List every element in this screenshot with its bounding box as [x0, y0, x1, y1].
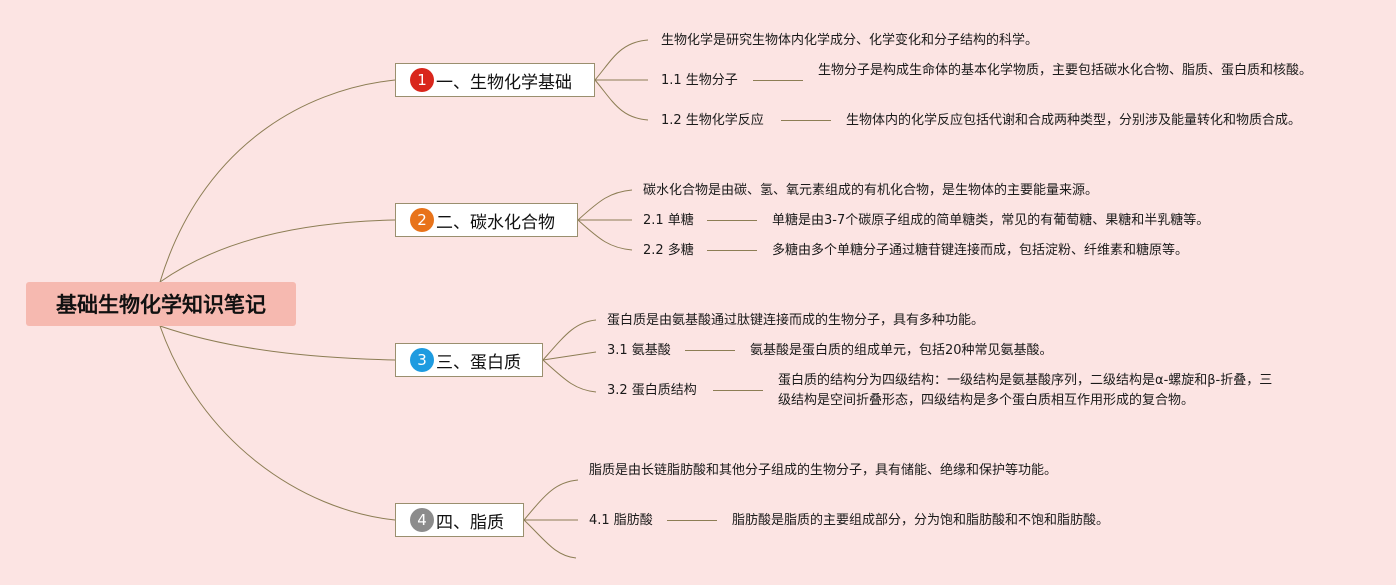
number-badge-icon: 1 — [410, 68, 434, 92]
section-title: 一、生物化学基础 — [436, 72, 572, 93]
subtopic-connector — [707, 220, 757, 221]
subtopic-label[interactable]: 4.1 脂肪酸 — [589, 513, 653, 528]
section-title: 二、碳水化合物 — [436, 212, 555, 233]
subtopic-note: 生物体内的化学反应包括代谢和合成两种类型，分别涉及能量转化和物质合成。 — [846, 113, 1302, 128]
subtopic-connector — [753, 80, 803, 81]
subtopic-label[interactable]: 2.1 单糖 — [643, 213, 694, 228]
section-title: 三、蛋白质 — [436, 352, 521, 373]
section-1-intro: 生物化学是研究生物体内化学成分、化学变化和分子结构的科学。 — [661, 33, 1039, 48]
section-4-node[interactable]: 4 四、脂质 — [395, 503, 524, 537]
subtopic-connector — [685, 350, 735, 351]
section-2-intro: 碳水化合物是由碳、氢、氧元素组成的有机化合物，是生物体的主要能量来源。 — [643, 183, 1099, 198]
subtopic-label[interactable]: 3.1 氨基酸 — [607, 343, 671, 358]
subtopic-label[interactable]: 1.2 生物化学反应 — [661, 113, 764, 128]
subtopic-label[interactable]: 3.2 蛋白质结构 — [607, 383, 697, 398]
number-badge-icon: 4 — [410, 508, 434, 532]
subtopic-note: 脂肪酸是脂质的主要组成部分，分为饱和脂肪酸和不饱和脂肪酸。 — [732, 513, 1110, 528]
subtopic-connector — [781, 120, 831, 121]
subtopic-note: 氨基酸是蛋白质的组成单元，包括20种常见氨基酸。 — [750, 343, 1053, 358]
subtopic-note: 多糖由多个单糖分子通过糖苷键连接而成，包括淀粉、纤维素和糖原等。 — [772, 243, 1189, 258]
root-topic[interactable]: 基础生物化学知识笔记 — [26, 282, 296, 326]
section-3-node[interactable]: 3 三、蛋白质 — [395, 343, 543, 377]
number-badge-icon: 2 — [410, 208, 434, 232]
subtopic-connector — [707, 250, 757, 251]
section-4-intro: 脂质是由长链脂肪酸和其他分子组成的生物分子，具有储能、绝缘和保护等功能。 — [589, 463, 1058, 478]
subtopic-label[interactable]: 2.2 多糖 — [643, 243, 694, 258]
number-badge-icon: 3 — [410, 348, 434, 372]
subtopic-note: 单糖是由3-7个碳原子组成的简单糖类，常见的有葡萄糖、果糖和半乳糖等。 — [772, 213, 1210, 228]
subtopic-note: 蛋白质的结构分为四级结构：一级结构是氨基酸序列，二级结构是α-螺旋和β-折叠，三… — [778, 373, 1273, 408]
section-1-node[interactable]: 1 一、生物化学基础 — [395, 63, 595, 97]
section-3-intro: 蛋白质是由氨基酸通过肽键连接而成的生物分子，具有多种功能。 — [607, 313, 985, 328]
subtopic-note: 生物分子是构成生命体的基本化学物质，主要包括碳水化合物、脂质、蛋白质和核酸。 — [818, 63, 1313, 78]
subtopic-connector — [713, 390, 763, 391]
section-2-node[interactable]: 2 二、碳水化合物 — [395, 203, 578, 237]
subtopic-connector — [667, 520, 717, 521]
subtopic-label[interactable]: 1.1 生物分子 — [661, 73, 738, 88]
section-title: 四、脂质 — [436, 512, 504, 533]
